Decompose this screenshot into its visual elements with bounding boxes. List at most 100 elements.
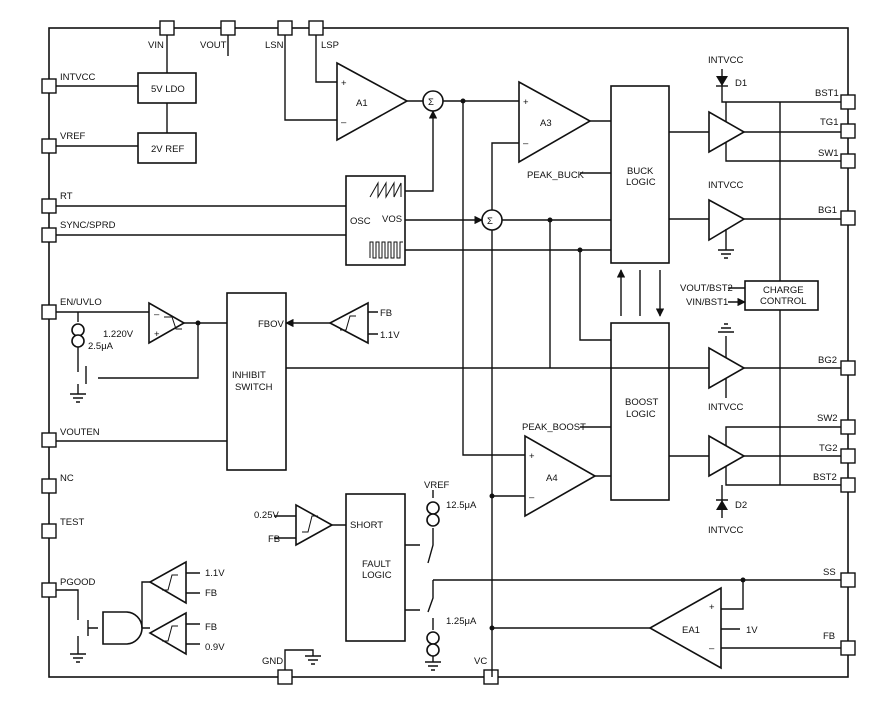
pin-vin: VIN: [148, 20, 175, 51]
pg-upper-fb: FB: [205, 588, 217, 599]
en-ref-label: 1.220V: [103, 329, 134, 340]
charge-control-line1: CHARGE: [763, 285, 804, 296]
fbov-label: FBOV: [258, 319, 285, 330]
intvcc-bg1-label: INTVCC: [708, 180, 744, 191]
short-ref-label: 0.25V: [254, 510, 279, 521]
short-fb-label: FB: [268, 534, 280, 545]
pin-bst1: BST1: [815, 88, 856, 110]
ic-outline: [48, 27, 849, 678]
boost-logic-line2: LOGIC: [626, 409, 656, 420]
clock-wires: [405, 249, 611, 341]
short-label: SHORT: [350, 520, 383, 531]
pin-bst1-label: BST1: [815, 88, 839, 99]
pin-vout: VOUT: [200, 20, 236, 51]
ea1-minus: –: [709, 643, 715, 654]
pin-tg2: TG2: [819, 443, 856, 464]
pin-nc: NC: [41, 473, 74, 494]
pin-lsn-label: LSN: [265, 40, 284, 51]
osc-label: OSC: [350, 216, 371, 227]
ramp-waveform: [369, 181, 402, 199]
a4-wires: [492, 475, 611, 497]
fault-line1: FAULT: [362, 559, 391, 570]
amp-a1: [336, 61, 409, 142]
pin-vouten: VOUTEN: [41, 427, 100, 448]
a4-plus: +: [529, 451, 535, 462]
pin-ss: SS: [823, 567, 856, 588]
amp-a1-label: A1: [356, 98, 368, 109]
pin-fb-label: FB: [823, 631, 835, 642]
a4-minus: –: [529, 492, 535, 503]
pin-intvcc: INTVCC: [41, 72, 96, 94]
pgood-and-gate: [102, 611, 143, 645]
gnd-wires: [284, 649, 321, 670]
boost-logic-line1: BOOST: [625, 397, 658, 408]
en-current-label: 2.5μA: [88, 341, 114, 352]
pin-rt: RT: [41, 191, 73, 214]
intvcc-bg2-label: INTVCC: [708, 402, 744, 413]
pin-bst2-label: BST2: [813, 472, 837, 483]
ref-label: 2V REF: [151, 144, 184, 155]
vref-label: VREF: [424, 480, 450, 491]
i125b-label: 1.25μA: [446, 616, 477, 627]
fault-line2: LOGIC: [362, 570, 392, 581]
enuvlo-comparator: [148, 301, 186, 345]
ea1-ref-label: 1V: [746, 625, 758, 636]
sum-node-1-label: Σ: [428, 97, 434, 108]
pin-sync-label: SYNC/SPRD: [60, 220, 116, 231]
pin-enuvlo-label: EN/UVLO: [60, 297, 102, 308]
pin-vc: VC: [474, 656, 499, 685]
ea1-wires: [492, 580, 841, 649]
pin-vc-label: VC: [474, 656, 487, 667]
pg-upper-ref: 1.1V: [205, 568, 225, 579]
pin-fb: FB: [823, 631, 856, 656]
pin-lsp: LSP: [308, 20, 339, 51]
pgood-comp-lower: [148, 611, 187, 656]
ldo-block: [137, 72, 197, 104]
charge-control-line2: CONTROL: [760, 296, 806, 307]
amp-a4: [524, 434, 597, 518]
pin-ss-label: SS: [823, 567, 836, 578]
inhibit-wires: [56, 367, 301, 442]
ldo-wires: [56, 35, 229, 147]
fbov-fb-label: FB: [380, 308, 392, 319]
amp-a4-label: A4: [546, 473, 558, 484]
pin-vouten-label: VOUTEN: [60, 427, 100, 438]
ref-block: [137, 132, 197, 164]
pin-bg2-label: BG2: [818, 355, 837, 366]
clock-waveform: [369, 241, 403, 259]
d1-label: D1: [735, 78, 747, 89]
ramp-to-sum1: [405, 110, 438, 192]
pin-sw2: SW2: [817, 413, 856, 435]
pin-rt-label: RT: [60, 191, 73, 202]
pin-lsp-label: LSP: [321, 40, 339, 51]
pin-lsn: LSN: [265, 20, 293, 51]
buck-logic-line2: LOGIC: [626, 177, 656, 188]
pin-intvcc-label: INTVCC: [60, 72, 96, 83]
amp-ea1-label: EA1: [682, 625, 700, 636]
pin-vout-label: VOUT: [200, 40, 227, 51]
amp-a3-label: A3: [540, 118, 552, 129]
pin-gnd-label: GND: [262, 656, 283, 667]
driver-tg1: [669, 102, 841, 162]
amp-ea1: [648, 586, 722, 670]
fault-logic-block: [345, 493, 406, 642]
peak-boost-label: PEAK_BOOST: [522, 422, 586, 433]
pg-lower-ref: 0.9V: [205, 642, 225, 653]
i125a-label: 12.5μA: [446, 500, 477, 511]
pin-test: TEST: [41, 517, 84, 539]
pin-sw1-label: SW1: [818, 148, 839, 159]
pgood-comp-upper: [148, 560, 187, 605]
a3-plus: +: [523, 97, 529, 108]
inhibit-switch-block: [226, 292, 287, 471]
pin-bg1: BG1: [818, 205, 856, 226]
sum2-wires: [502, 219, 611, 368]
driver-bg2: [301, 323, 841, 398]
vout-bst2-label: VOUT/BST2: [680, 283, 733, 294]
driver-bg1: [669, 198, 841, 259]
pin-nc-label: NC: [60, 473, 74, 484]
pin-tg2-label: TG2: [819, 443, 837, 454]
driver-tg2: [669, 426, 841, 486]
fault-wires: [405, 490, 841, 630]
pin-vin-label: VIN: [148, 40, 164, 51]
